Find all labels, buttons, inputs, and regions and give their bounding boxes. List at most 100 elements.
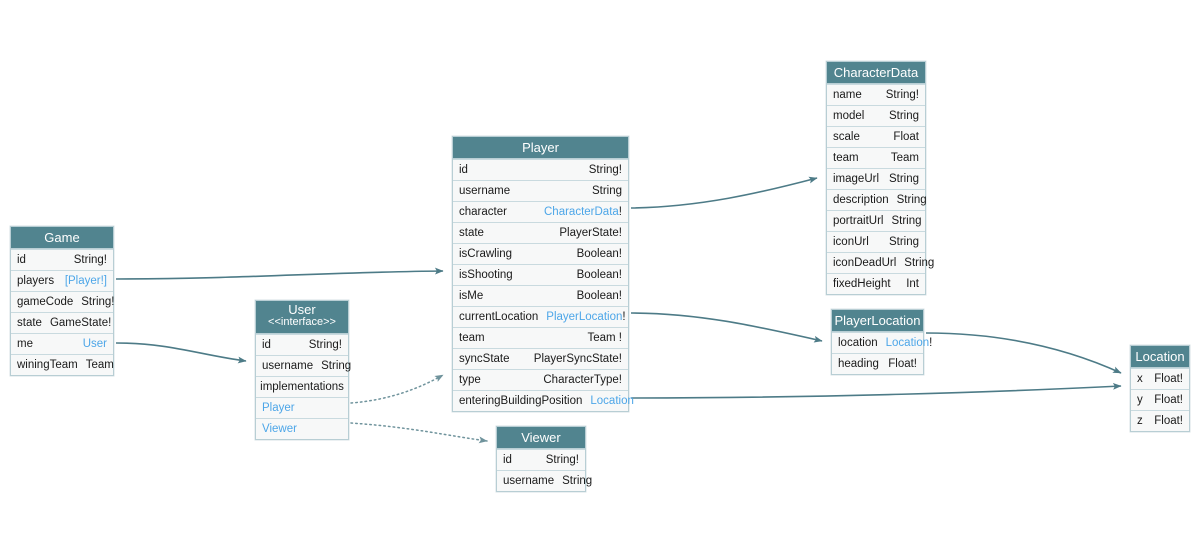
field-type: PlayerLocation! [546,311,625,323]
entity-title-location: Location [1131,346,1189,368]
field-name: location [838,337,878,349]
field-name: iconUrl [833,236,869,248]
field-row[interactable]: players[Player!] [11,270,113,291]
field-name: heading [838,358,879,370]
field-name: iconDeadUrl [833,257,897,269]
field-type-link[interactable]: User [82,338,107,350]
field-row[interactable]: enteringBuildingPosition Location [453,390,634,411]
field-name: scale [833,131,860,143]
field-name: id [262,339,271,351]
field-type: PlayerState! [559,227,622,239]
field-name: character [459,206,507,218]
field-type-link[interactable]: CharacterData [544,206,619,218]
field-type-link[interactable]: Location [885,337,930,349]
field-name: team [459,332,485,344]
field-name: id [17,254,26,266]
field-type: Int [906,278,919,290]
field-name: username [459,185,511,197]
field-name: Player [262,402,295,414]
field-name: imageUrl [833,173,880,185]
field-type: String [888,236,919,248]
field-name: state [17,317,42,329]
field-name: id [503,454,512,466]
field-row[interactable]: state PlayerState! [453,222,628,243]
field-name: implementations [260,381,344,393]
field-name: me [17,338,33,350]
entity-title-user: User<<interface>> [256,301,348,334]
field-name: isCrawling [459,248,513,260]
field-type: Float! [1154,394,1183,406]
field-type: String [321,360,352,372]
field-type: Float! [1154,415,1183,427]
field-name: state [459,227,484,239]
edge-game-players-to-player [115,267,444,280]
field-name: type [459,374,481,386]
field-row[interactable]: team Team ! [453,327,628,348]
field-name: x [1137,373,1143,385]
field-type-link[interactable]: [Player!] [64,275,107,287]
field-row[interactable]: me User [11,333,113,354]
field-name: gameCode [17,296,74,308]
field-row[interactable]: iconUrl String [827,231,925,252]
entity-title-main: User [288,302,316,317]
field-row[interactable]: x Float! [1131,368,1189,389]
entity-stereotype: <<interface>> [268,315,336,328]
field-row[interactable]: Player [256,397,348,418]
field-row[interactable]: iconDeadUrl String [827,252,934,273]
field-row[interactable]: implementations [256,376,348,397]
edge-player-character-to-characterdata [630,176,818,209]
field-type: PlayerSyncState! [533,353,622,365]
field-type-link[interactable]: Location [590,395,634,407]
field-name: username [503,475,555,487]
field-name: description [833,194,889,206]
field-name: fixedHeight [833,278,891,290]
field-row[interactable]: Viewer [256,418,348,439]
field-name: enteringBuildingPosition [459,395,583,407]
field-type: Float! [1154,373,1183,385]
field-row[interactable]: fixedHeight Int [827,273,925,294]
field-type: String [904,257,935,269]
field-type: Team ! [587,332,622,344]
entity-title-viewer: Viewer [497,427,585,449]
field-name: team [833,152,859,164]
field-type: [Player!] [65,275,107,287]
edge-player-currentlocation-to-playerlocation [630,312,823,343]
field-type-link[interactable]: PlayerLocation [546,311,623,323]
